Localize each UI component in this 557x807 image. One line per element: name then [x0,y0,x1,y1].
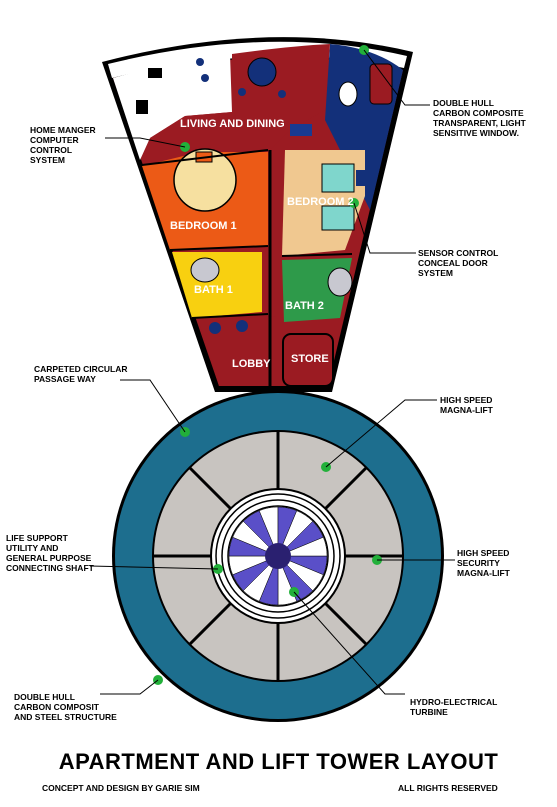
callout-turbine: HYDRO-ELECTRICAL TURBINE [410,697,498,717]
chair-icon [278,90,286,98]
turbine-core [265,543,291,569]
callout-window: DOUBLE HULL CARBON COMPOSITE TRANSPARENT… [433,98,526,138]
chair-icon [236,320,248,332]
credit-left: CONCEPT AND DESIGN BY GARIE SIM [42,783,200,793]
apartment-wedge [102,37,413,392]
bath1-lobby-wall [191,313,269,319]
callout-high-speed-lift: HIGH SPEED MAGNA-LIFT [440,395,493,415]
page-title: APARTMENT AND LIFT TOWER LAYOUT [58,749,499,774]
chair-icon [238,88,246,96]
chair-icon [209,322,221,334]
turbine-blades [228,506,328,606]
appliance-icon [148,68,162,78]
lobby-floor [198,316,276,386]
living-dining-floor [150,44,330,150]
credit-right: ALL RIGHTS RESERVED [398,783,498,793]
room-label-living: LIVING AND DINING [180,118,285,130]
callout-home-manager: HOME MANGER COMPUTER CONTROL SYSTEM [30,125,96,165]
room-label-lobby: LOBBY [232,358,271,370]
bed-2a [321,163,355,193]
bed1-bath1-wall [169,245,269,251]
shaft-ring-line [215,493,341,619]
leader-lines [89,49,455,695]
bed2-bath2-wall [281,253,353,257]
shaft-ring-line [221,499,335,613]
round-bed [173,148,237,212]
chair-icon [201,74,209,82]
lift-tower [112,390,444,722]
bath-1-tub [190,257,220,283]
sofa-icon [369,63,393,105]
cabinet-icon [290,124,312,136]
room-label-bath1: BATH 1 [194,284,233,296]
room-label-bath2: BATH 2 [285,300,324,312]
lift-dividers [154,432,402,680]
room-label-bedroom1: BEDROOM 1 [170,220,237,232]
store-room [282,333,334,387]
appliance-icon [136,100,148,114]
callout-sensor-door: SENSOR CONTROL CONCEAL DOOR SYSTEM [418,248,499,278]
dining-table [247,57,277,87]
bath-2-tub [327,267,353,297]
callout-double-hull-structure: DOUBLE HULL CARBON COMPOSIT AND STEEL ST… [14,692,117,722]
chair-icon [196,58,204,66]
callout-security-lift: HIGH SPEED SECURITY MAGNA-LIFT [457,548,510,578]
bed-2b [321,205,355,231]
living-bed1-wall [141,149,269,166]
turbine-blade [277,536,328,557]
callout-carpeted-passage: CARPETED CIRCULAR PASSAGE WAY [34,364,128,384]
nightstand-icon [356,170,366,186]
room-label-bedroom2: BEDROOM 2 [287,196,354,208]
lounge-table [338,81,358,107]
callout-life-support: LIFE SUPPORT UTILITY AND GENERAL PURPOSE… [6,533,94,573]
room-label-store: STORE [291,353,329,365]
